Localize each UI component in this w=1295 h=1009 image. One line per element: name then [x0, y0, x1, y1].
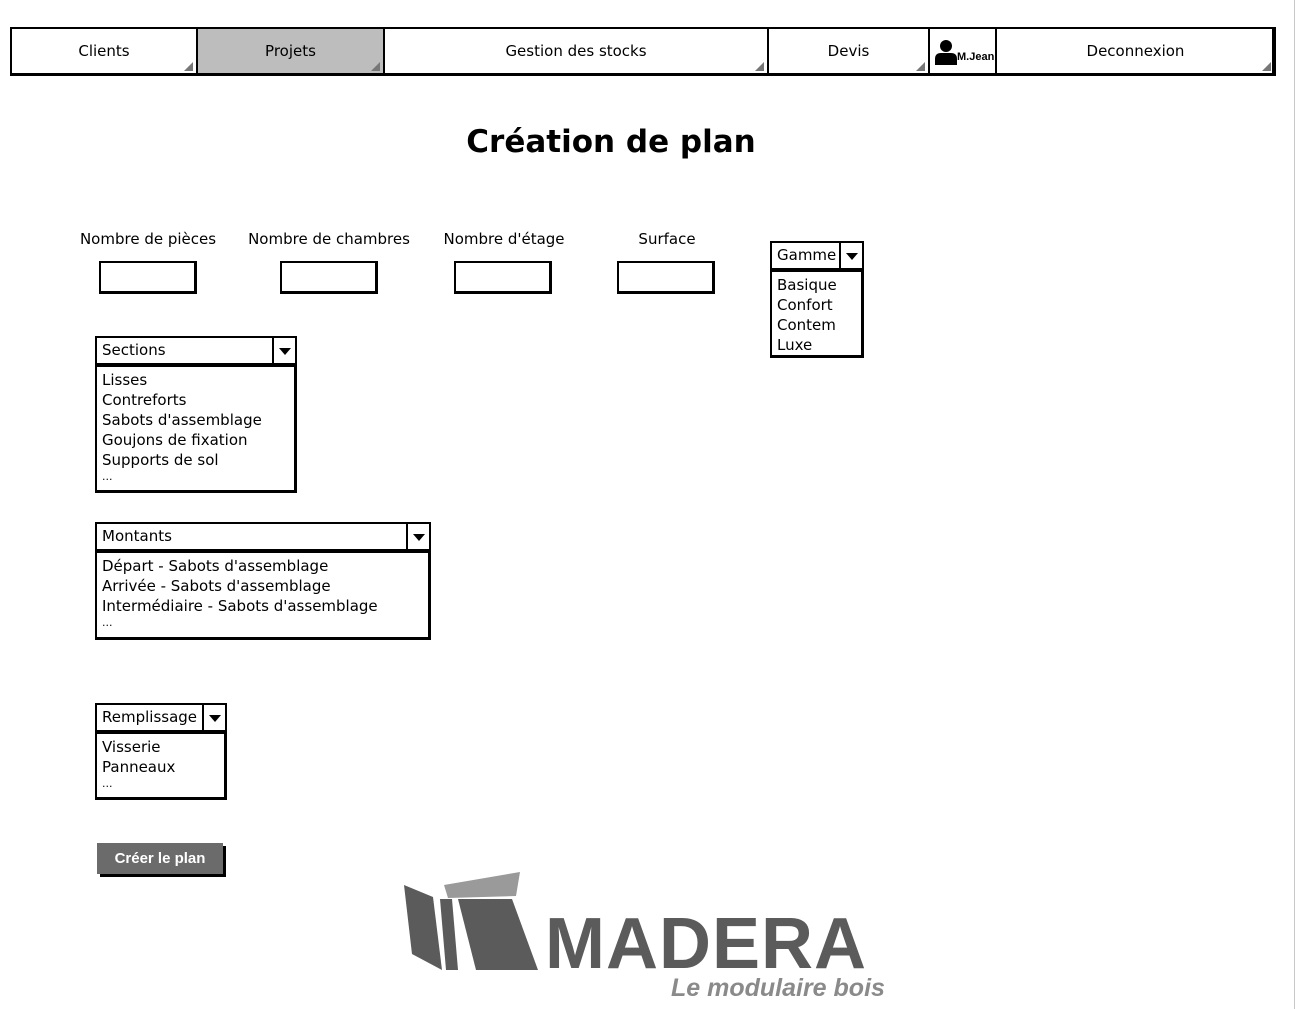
nav-devis[interactable]: Devis [769, 29, 930, 73]
list-item[interactable]: Goujons de fixation [102, 431, 248, 449]
list-item[interactable]: Sabots d'assemblage [102, 411, 262, 429]
remplissage-select-label: Remplissage [102, 708, 198, 726]
list-item[interactable]: Contreforts [102, 391, 187, 409]
madera-logo: MADERA Le modulaire bois [400, 870, 930, 1008]
chambres-label: Nombre de chambres [248, 230, 410, 248]
pieces-input[interactable] [99, 261, 197, 294]
list-item[interactable]: Lisses [102, 371, 148, 389]
list-item[interactable]: Confort [777, 296, 833, 314]
list-more: ... [102, 470, 113, 483]
montants-list: Départ - Sabots d'assemblage Arrivée - S… [95, 551, 431, 640]
list-item[interactable]: Luxe [777, 336, 813, 354]
logo-wordmark: MADERA [545, 904, 867, 984]
gamme-list: Basique Confort Contem Luxe [770, 270, 864, 358]
nav-projets[interactable]: Projets [198, 29, 385, 73]
link-corner-icon [916, 62, 925, 71]
montants-select[interactable]: Montants [95, 522, 431, 551]
chambres-input[interactable] [280, 261, 378, 294]
surface-label: Surface [638, 230, 696, 248]
list-item[interactable]: Supports de sol [102, 451, 219, 469]
nav-clients[interactable]: Clients [12, 29, 198, 73]
list-item[interactable]: Visserie [102, 738, 161, 756]
list-item[interactable]: Arrivée - Sabots d'assemblage [102, 577, 331, 595]
link-corner-icon [755, 62, 764, 71]
nav-stocks-label: Gestion des stocks [505, 42, 647, 60]
surface-input[interactable] [617, 261, 715, 294]
etage-input[interactable] [454, 261, 552, 294]
nav-devis-label: Devis [827, 42, 870, 60]
nav-stocks[interactable]: Gestion des stocks [385, 29, 769, 73]
list-more: ... [102, 777, 113, 790]
top-nav: Clients Projets Gestion des stocks Devis… [10, 27, 1276, 76]
user-name: M.Jean [957, 51, 995, 63]
list-more: ... [102, 616, 113, 629]
link-corner-icon [184, 62, 193, 71]
nav-user[interactable]: M.Jean [930, 29, 997, 73]
montants-select-label: Montants [102, 527, 172, 545]
remplissage-list: Visserie Panneaux ... [95, 732, 227, 800]
nav-logout[interactable]: Deconnexion [997, 29, 1274, 73]
list-item[interactable]: Intermédiaire - Sabots d'assemblage [102, 597, 378, 615]
list-item[interactable]: Départ - Sabots d'assemblage [102, 557, 329, 575]
link-corner-icon [371, 62, 380, 71]
create-plan-button[interactable]: Créer le plan [97, 843, 223, 874]
link-corner-icon [1262, 62, 1271, 71]
sections-list: Lisses Contreforts Sabots d'assemblage G… [95, 365, 297, 493]
gamme-select-label: Gamme [777, 246, 837, 264]
chevron-down-icon[interactable] [406, 524, 429, 549]
sections-select[interactable]: Sections [95, 336, 297, 365]
chevron-down-icon[interactable] [202, 705, 225, 730]
remplissage-select[interactable]: Remplissage [95, 703, 227, 732]
madera-logo-mark [404, 872, 538, 970]
nav-logout-label: Deconnexion [1086, 42, 1185, 60]
list-item[interactable]: Panneaux [102, 758, 176, 776]
chevron-down-icon[interactable] [839, 243, 862, 268]
etage-label: Nombre d'étage [443, 230, 565, 248]
chevron-down-icon[interactable] [272, 338, 295, 363]
sections-select-label: Sections [102, 341, 166, 359]
list-item[interactable]: Basique [777, 276, 837, 294]
page-title: Création de plan [466, 124, 756, 160]
nav-clients-label: Clients [78, 42, 130, 60]
gamme-select[interactable]: Gamme [770, 241, 864, 270]
user-icon [935, 40, 957, 65]
pieces-label: Nombre de pièces [79, 230, 217, 248]
list-item[interactable]: Contem [777, 316, 836, 334]
nav-projets-label: Projets [265, 42, 316, 60]
logo-tagline: Le modulaire bois [671, 974, 885, 1002]
